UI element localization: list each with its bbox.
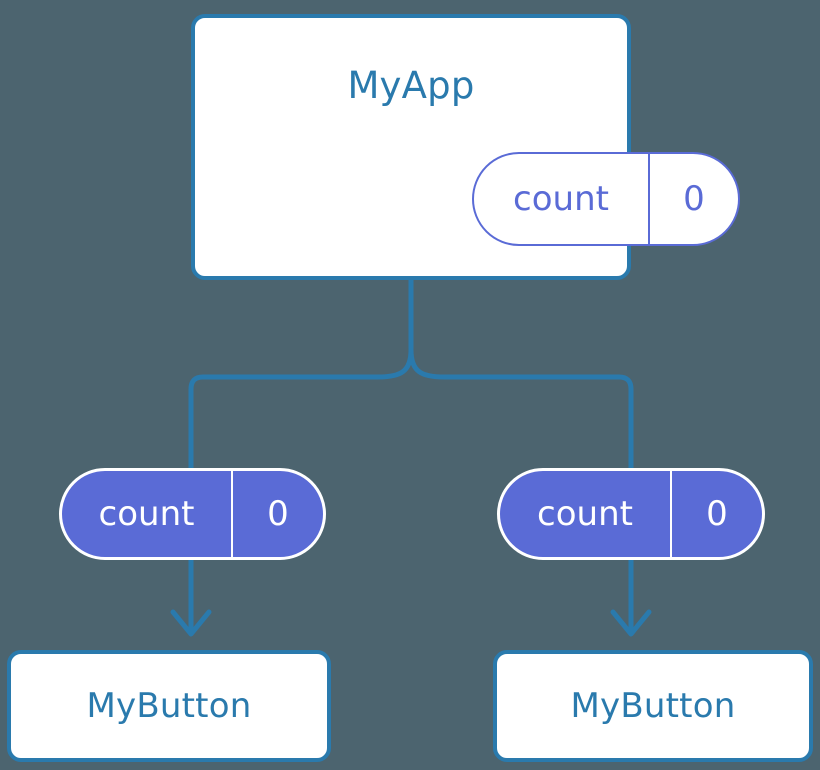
state-value-right: 0 — [706, 494, 728, 534]
component-label-mybutton-right: MyButton — [570, 686, 736, 726]
connector-branch-left — [188, 347, 414, 471]
state-key-root: count — [474, 154, 650, 244]
state-key-right: count — [500, 471, 672, 557]
component-card-mybutton-left[interactable]: MyButton — [7, 650, 331, 762]
state-pill-root[interactable]: count 0 — [472, 152, 740, 246]
arrowhead-left-icon — [170, 609, 212, 637]
state-pill-right[interactable]: count 0 — [497, 468, 765, 560]
state-key-left: count — [62, 471, 233, 557]
state-value-left: 0 — [267, 494, 289, 534]
arrowhead-right-icon — [610, 609, 652, 637]
component-card-myapp[interactable]: MyApp count 0 — [191, 14, 740, 280]
component-label-myapp: MyApp — [347, 64, 475, 107]
component-label-mybutton-left: MyButton — [86, 686, 252, 726]
connector-branch-right — [408, 347, 634, 471]
state-value-root: 0 — [683, 179, 705, 219]
state-pill-left[interactable]: count 0 — [59, 468, 326, 560]
component-card-mybutton-right[interactable]: MyButton — [493, 650, 813, 762]
